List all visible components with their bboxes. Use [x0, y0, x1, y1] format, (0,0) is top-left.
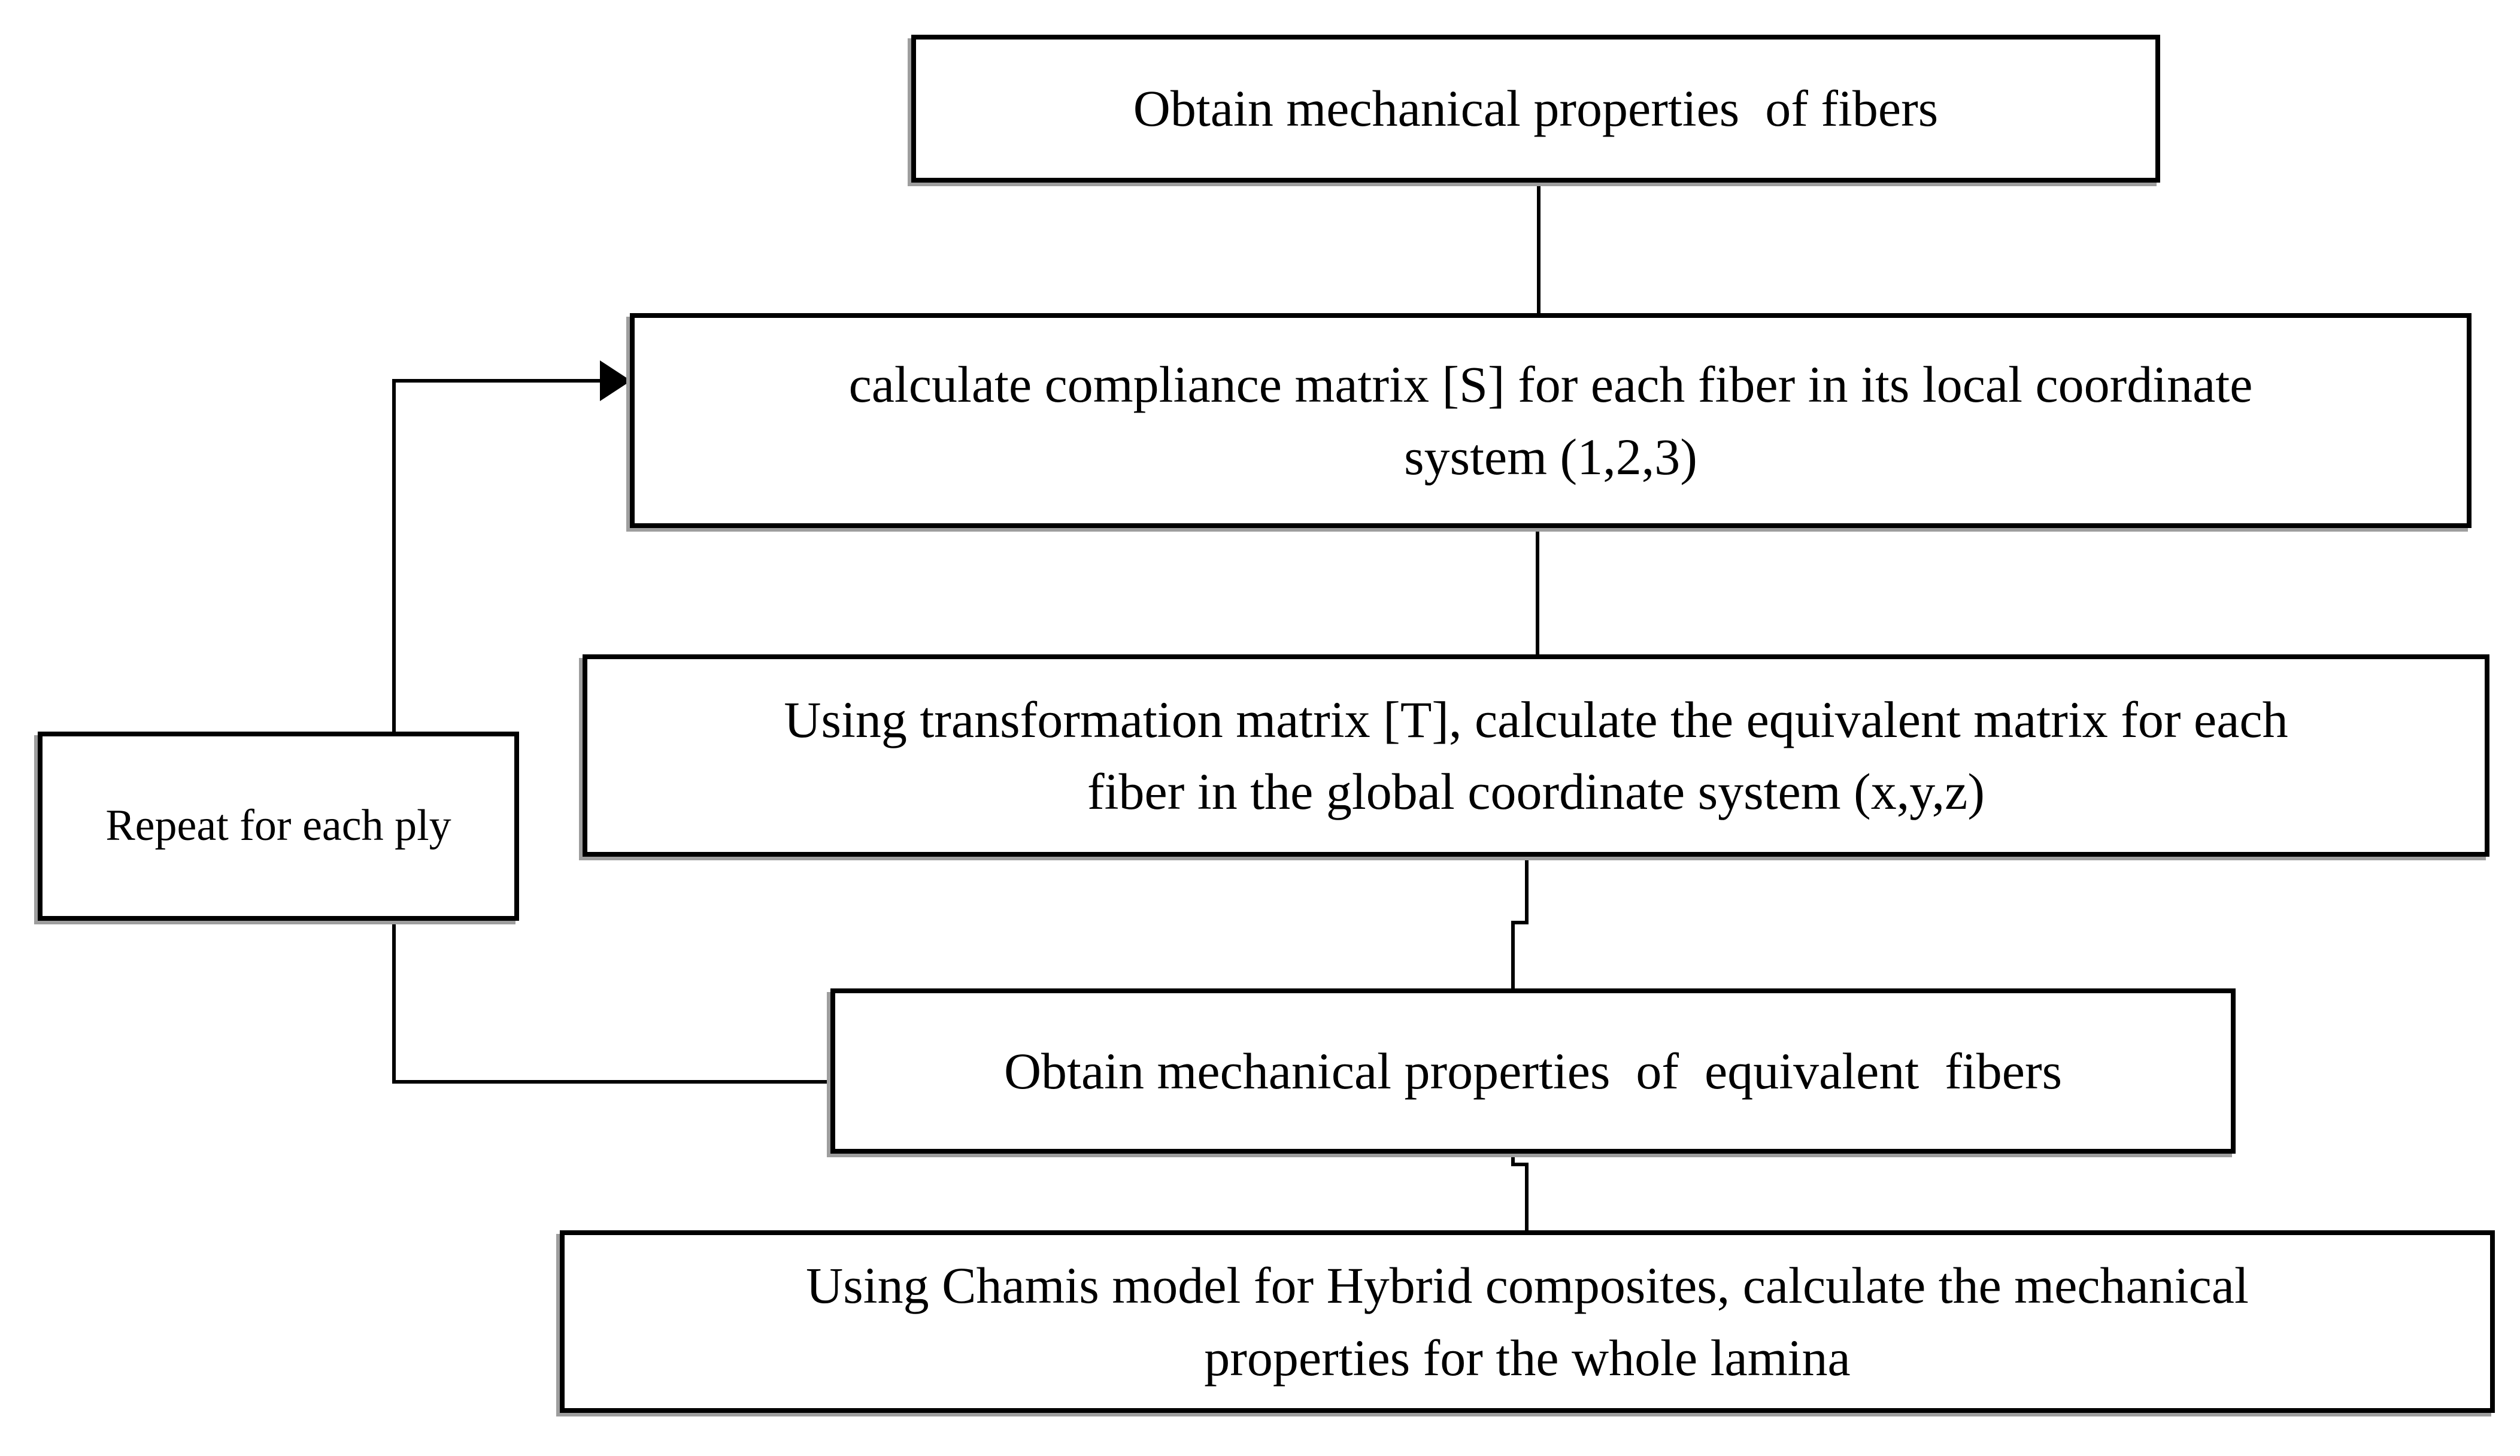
connector-equivalent-to-chamis-lower	[1525, 1163, 1529, 1235]
node-label: Obtain mechanical properties of fibers	[1133, 80, 1939, 138]
connector-equivalent-to-chamis-jog	[1511, 1163, 1529, 1166]
connector-obtain-to-compliance	[1537, 177, 1540, 318]
node-label: Repeat for each ply	[105, 801, 451, 851]
node-equivalent-fiber-properties: Obtain mechanical properties of equivale…	[830, 988, 2236, 1154]
connector-compliance-to-transformation	[1536, 523, 1539, 659]
node-compliance-matrix: calculate compliance matrix [S] for each…	[630, 313, 2472, 528]
node-chamis-model: Using Chamis model for Hybrid composites…	[560, 1230, 2495, 1413]
loop-vertical	[392, 379, 396, 1084]
connector-equivalent-to-chamis-upper	[1511, 1148, 1515, 1166]
connector-transformation-to-equivalent-jog	[1511, 921, 1529, 924]
connector-transformation-to-equivalent-lower	[1511, 921, 1515, 993]
node-label: Using transformation matrix [T], calcula…	[784, 690, 2288, 820]
node-label: Using Chamis model for Hybrid composites…	[806, 1257, 2249, 1387]
loop-top-horizontal	[392, 379, 602, 383]
loop-bottom-horizontal	[392, 1080, 833, 1084]
connector-transformation-to-equivalent-upper	[1525, 852, 1529, 924]
node-label: calculate compliance matrix [S] for each…	[848, 356, 2253, 486]
node-transformation-matrix: Using transformation matrix [T], calcula…	[583, 654, 2489, 857]
loop-arrowhead-icon	[600, 360, 631, 401]
node-repeat-each-ply: Repeat for each ply	[38, 732, 519, 921]
node-obtain-fiber-properties: Obtain mechanical properties of fibers	[911, 35, 2160, 183]
node-label: Obtain mechanical properties of equivale…	[1003, 1042, 2063, 1100]
